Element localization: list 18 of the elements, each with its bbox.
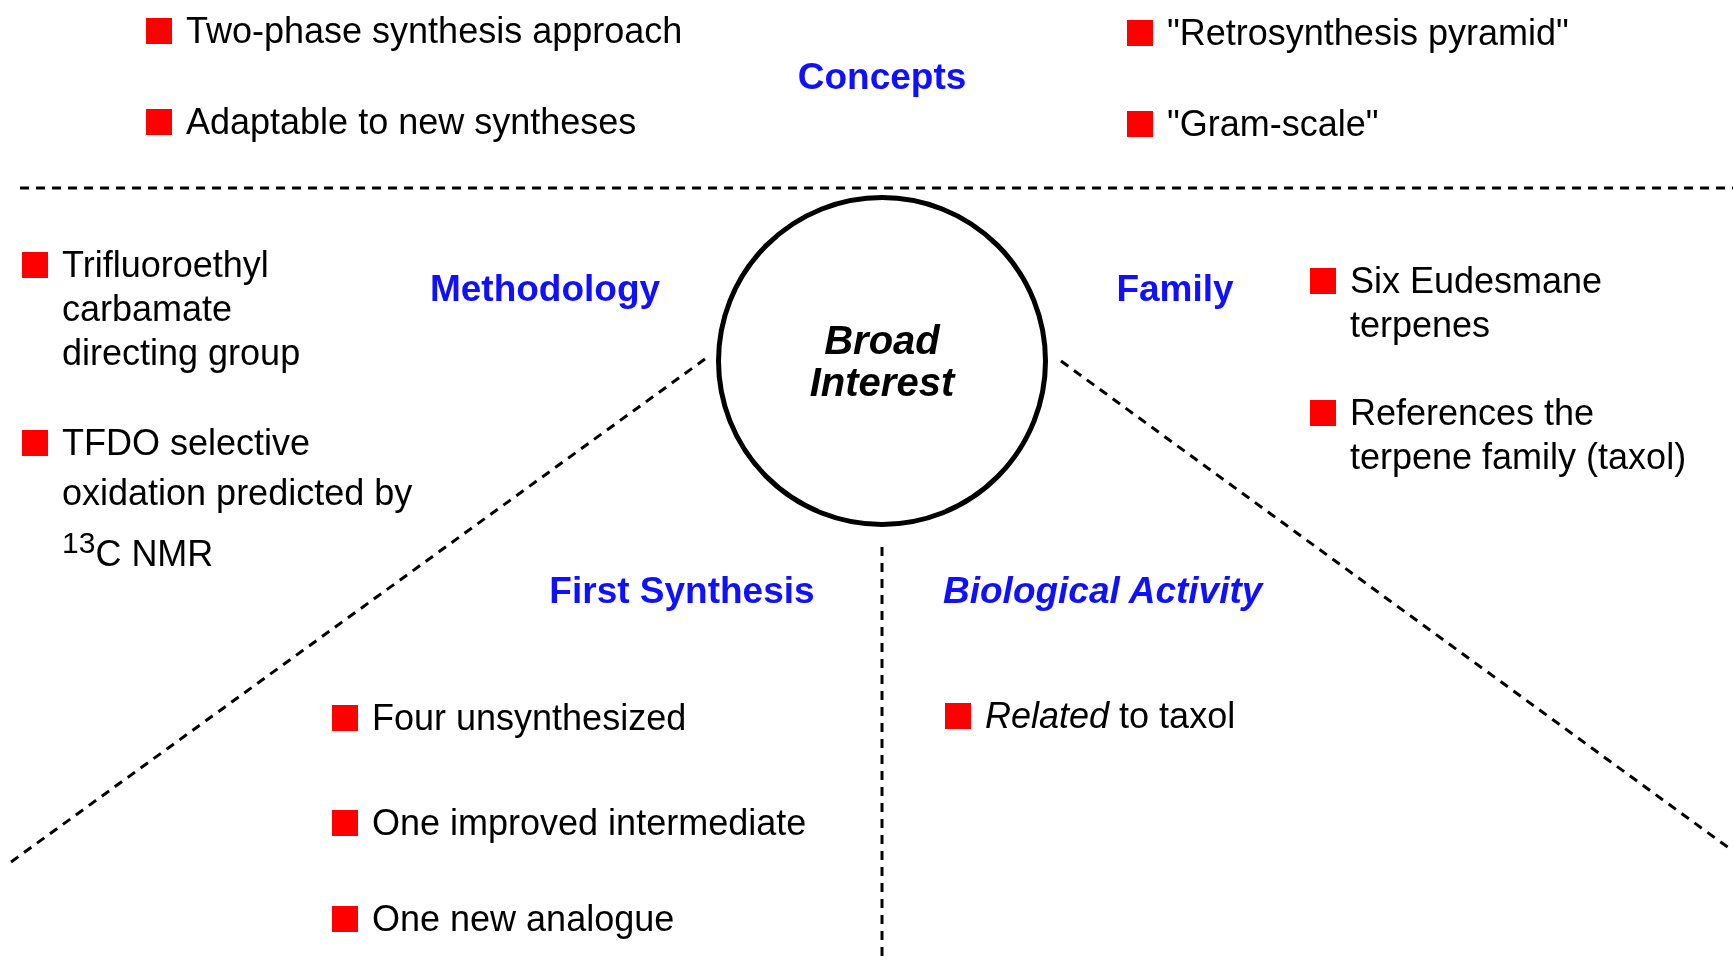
bullet-text: Trifluoroethyl carbamate directing group <box>62 243 302 375</box>
bullet-text: "Gram-scale" <box>1167 102 1380 146</box>
section-heading: Family <box>1116 267 1234 311</box>
bullet-text: Six Eudesmane terpenes <box>1350 259 1604 347</box>
bullet-text: One improved intermediate <box>372 801 808 845</box>
bullet-text: Related to taxol <box>985 694 1237 738</box>
bullet-text: References the terpene family (taxol) <box>1350 391 1688 479</box>
topic-title: Broad Interest <box>808 319 957 403</box>
bullet-text: One new analogue <box>372 897 676 941</box>
section-heading: Concepts <box>797 55 967 99</box>
bullet-text: TFDO selective oxidation predicted by $^{13}$C NMR <box>62 421 414 576</box>
bullet-text: Two-phase synthesis approach <box>186 9 684 53</box>
section-heading: Methodology <box>429 267 661 311</box>
bullet-text: "Retrosynthesis pyramid" <box>1167 11 1570 55</box>
section-heading: Biological Activity <box>943 569 1263 613</box>
bullet-text: Adaptable to new syntheses <box>186 100 638 144</box>
section-heading: First Synthesis <box>549 569 815 613</box>
bullet-text: Four unsynthesized <box>372 696 688 740</box>
